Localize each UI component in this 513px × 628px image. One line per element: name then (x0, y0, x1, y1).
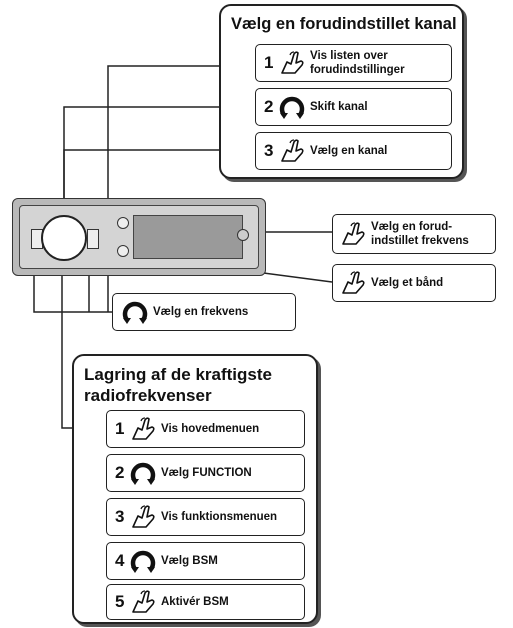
rotary-knob-icon (129, 547, 157, 575)
callout-select-band: Vælg et bånd (332, 264, 496, 302)
step-number: 1 (264, 53, 274, 72)
rotary-knob-icon (278, 93, 306, 121)
step-show-function-menu: 3 Vis funktionsmenuen (106, 498, 305, 536)
hand-touch-icon (278, 137, 306, 165)
step-number: 1 (115, 419, 125, 438)
step-number: 3 (115, 507, 125, 526)
step-select-function: 2 Vælg FUNCTION (106, 454, 305, 492)
hand-touch-icon (339, 220, 367, 248)
step-select-channel: 3 Vælg en kanal (255, 132, 452, 170)
step-label: Vis hovedmenuen (161, 423, 260, 435)
step-label-line2: forudindstillinger (310, 64, 405, 76)
step-label: Vælg en kanal (310, 145, 388, 157)
car-stereo-unit (12, 198, 266, 276)
step-number: 4 (115, 551, 125, 570)
step-activate-bsm: 5 Aktivér BSM (106, 584, 305, 620)
step-label: Vis listen over (310, 50, 388, 62)
hand-touch-icon (129, 415, 157, 443)
step-number: 2 (115, 463, 125, 482)
step-label: Skift kanal (310, 101, 368, 113)
step-show-main-menu: 1 Vis hovedmenuen (106, 410, 305, 448)
hand-touch-icon (278, 49, 306, 77)
band-button[interactable] (117, 245, 129, 257)
callout-label-line2: indstillet frekvens (371, 235, 469, 247)
step-number: 2 (264, 97, 274, 116)
step-number: 3 (264, 141, 274, 160)
step-select-bsm: 4 Vælg BSM (106, 542, 305, 580)
display-window (133, 215, 243, 259)
step-label: Vælg BSM (161, 555, 218, 567)
panel-title-line1: Lagring af de kraftigste (84, 365, 272, 384)
step-number: 5 (115, 592, 125, 611)
preset-button-upper[interactable] (117, 217, 129, 229)
step-label: Vis funktionsmenuen (161, 511, 278, 523)
side-button-right[interactable] (87, 229, 99, 249)
step-label: Vælg FUNCTION (161, 467, 252, 479)
panel-title: Lagring af de kraftigste radiofrekvenser (84, 364, 272, 406)
callout-select-frequency: Vælg en frekvens (112, 293, 296, 331)
step-change-channel: 2 Skift kanal (255, 88, 452, 126)
rotary-knob-icon (121, 298, 149, 326)
callout-label: Vælg en forud- (371, 221, 453, 233)
hand-touch-icon (129, 588, 157, 616)
rotary-knob-icon (129, 459, 157, 487)
hand-touch-icon (129, 503, 157, 531)
power-button[interactable] (237, 229, 249, 241)
step-show-preset-list: 1 Vis listen over forudindstillinger (255, 44, 452, 82)
hand-touch-icon (339, 269, 367, 297)
callout-label: Vælg en frekvens (153, 306, 249, 318)
callout-label: Vælg et bånd (371, 277, 444, 289)
rotary-dial[interactable] (41, 215, 87, 261)
callout-select-preset-frequency: Vælg en forud- indstillet frekvens (332, 214, 496, 254)
panel-title-line2: radiofrekvenser (84, 386, 212, 405)
step-label: Aktivér BSM (161, 596, 229, 608)
panel-title: Vælg en forudindstillet kanal (231, 15, 457, 33)
